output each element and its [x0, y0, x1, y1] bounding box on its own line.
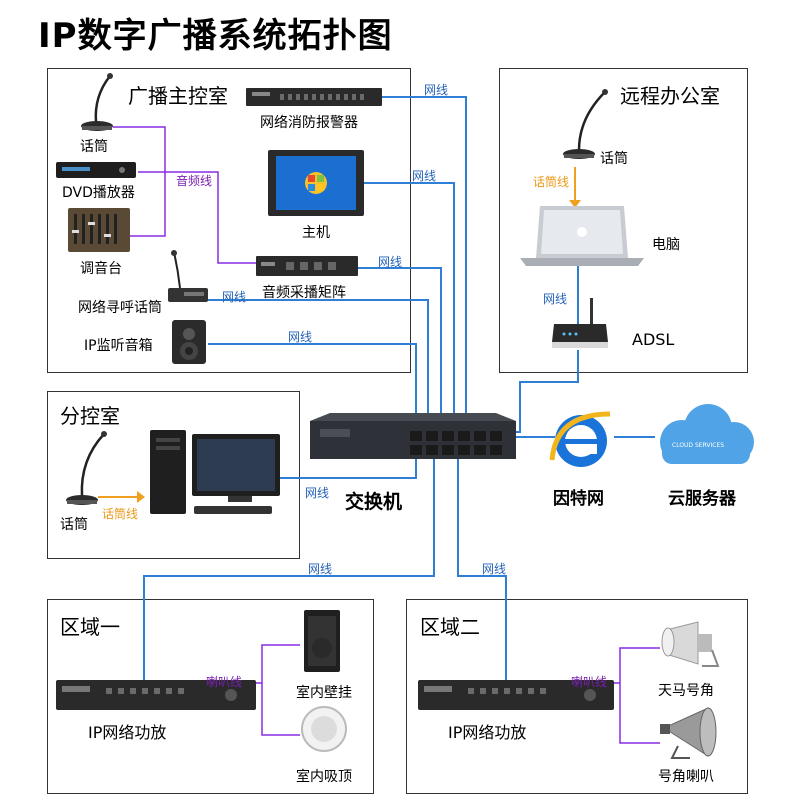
mic-remote-label: 话筒	[600, 151, 628, 167]
wall-speaker-label: 室内壁挂	[296, 685, 352, 701]
laptop-icon	[520, 206, 644, 266]
paging-mic-label: 网络寻呼话筒	[78, 300, 162, 316]
mic-cable-label-sub: 话筒线	[102, 507, 139, 521]
internet-explorer-icon	[549, 411, 611, 467]
microphone-icon	[81, 73, 113, 131]
horn-speaker-1-icon	[661, 621, 720, 667]
mixer-icon	[68, 208, 130, 252]
audio-wire-label: 音频线	[176, 174, 213, 188]
speaker-wire-label-zone2: 喇叭线	[571, 675, 608, 689]
net-label-computer: 网线	[543, 292, 568, 306]
mic-sub-label: 话筒	[60, 517, 88, 533]
host-monitor-icon	[268, 150, 364, 216]
computer-label: 电脑	[652, 237, 680, 253]
net-label-monitor: 网线	[288, 330, 313, 344]
monitor-label: IP监听音箱	[84, 338, 153, 354]
mic-main-label: 话筒	[80, 139, 108, 155]
remote-microphone-icon	[563, 89, 608, 159]
mixer-label: 调音台	[80, 261, 122, 277]
desktop-computer-icon	[150, 430, 280, 514]
adsl-router-icon	[552, 298, 608, 348]
cloud-services-badge: CLOUD SERVICES	[672, 442, 725, 449]
room-title-remote-office: 远程办公室	[620, 84, 720, 108]
amplifier-2-icon	[418, 680, 614, 710]
wall-speaker-icon	[304, 610, 340, 672]
mic-cable-label-remote: 话筒线	[533, 175, 570, 189]
audio-matrix-icon	[256, 256, 358, 276]
horn2-label: 号角喇叭	[658, 769, 714, 785]
adsl-label: ADSL	[632, 330, 675, 349]
sub-microphone-icon	[66, 431, 107, 505]
fire-alarm-icon	[246, 88, 382, 106]
fire-alarm-label: 网络消防报警器	[260, 115, 358, 131]
net-label-zone1: 网线	[308, 562, 333, 576]
horn-speaker-2-icon	[660, 707, 717, 759]
room-title-zone2: 区域二	[420, 615, 480, 639]
net-label-host: 网线	[412, 169, 437, 183]
speaker-wire-label-zone1: 喇叭线	[206, 675, 243, 689]
amp2-label: IP网络功放	[448, 723, 527, 742]
net-label-subcontrol: 网线	[305, 486, 330, 500]
room-title-zone1: 区域一	[60, 615, 120, 639]
net-label-fire-alarm: 网线	[424, 83, 449, 97]
page-title: IP数字广播系统拓扑图	[38, 16, 393, 56]
cloud-server-icon	[660, 404, 754, 464]
horn1-label: 天马号角	[658, 683, 714, 699]
network-switch-icon	[310, 413, 516, 459]
room-title-main-control: 广播主控室	[128, 84, 228, 108]
net-label-paging: 网线	[222, 290, 247, 304]
monitor-speaker-icon	[172, 320, 206, 364]
amp1-label: IP网络功放	[88, 723, 167, 742]
room-title-sub-control: 分控室	[60, 404, 120, 428]
dvd-player-icon	[56, 162, 136, 178]
amplifier-1-icon	[56, 680, 256, 710]
paging-mic-icon	[168, 250, 208, 302]
ceiling-speaker-icon	[301, 706, 347, 752]
ceiling-speaker-label: 室内吸顶	[296, 769, 352, 785]
dvd-label: DVD播放器	[62, 185, 135, 201]
matrix-label: 音频采播矩阵	[262, 285, 346, 301]
switch-label: 交换机	[345, 491, 403, 513]
internet-label: 因特网	[553, 489, 604, 509]
net-label-matrix: 网线	[378, 255, 403, 269]
host-label: 主机	[302, 225, 330, 241]
cloud-label: 云服务器	[668, 489, 736, 509]
net-label-zone2: 网线	[482, 562, 507, 576]
